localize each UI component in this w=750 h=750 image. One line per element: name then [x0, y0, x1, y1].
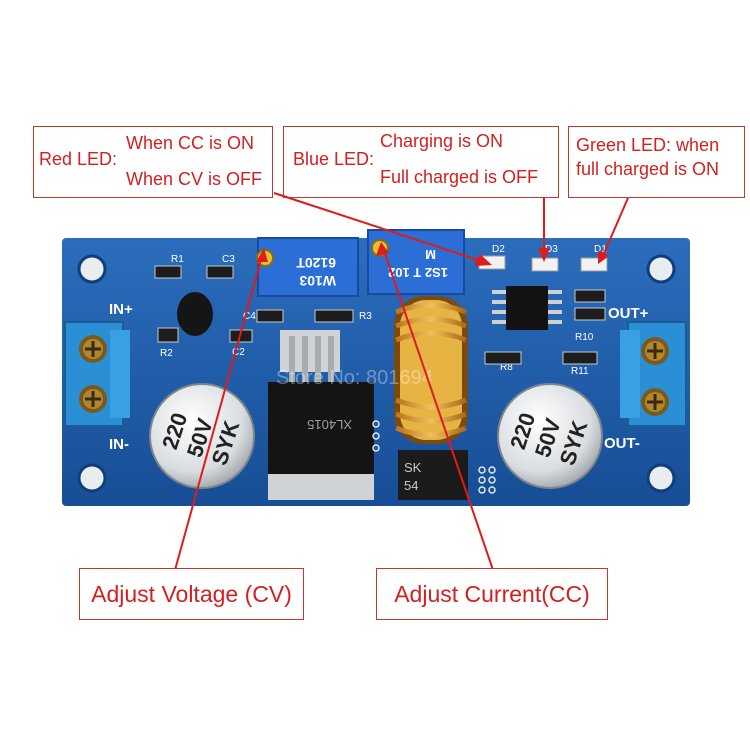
- label-d2: D2: [492, 244, 505, 255]
- label-r11: R11: [571, 366, 589, 377]
- label-r1: R1: [171, 254, 184, 265]
- green-led-line2: full charged is ON: [576, 159, 720, 179]
- current-potentiometer: 1S2 T 102 M: [367, 229, 465, 295]
- label-c3: C3: [222, 254, 235, 265]
- store-watermark: Store No: 801694: [276, 367, 433, 389]
- cap-right-v3: SYK: [555, 418, 593, 469]
- adjust-voltage-callout: Adjust Voltage (CV): [79, 568, 304, 620]
- label-c2: C2: [232, 347, 245, 358]
- blue-led-line1: Charging is ON: [380, 131, 504, 151]
- vias: [372, 420, 496, 494]
- label-d3: D3: [545, 244, 558, 255]
- blue-led-callout: Blue LED: Charging is ON Full charged is…: [283, 126, 559, 198]
- blue-led-line2: Full charged is OFF: [380, 167, 539, 187]
- control-ic-sop8: [492, 286, 562, 330]
- arrow-red-led: [273, 192, 485, 263]
- adjust-voltage-label: Adjust Voltage (CV): [91, 580, 292, 607]
- capacitor-left: 220 50V SYK: [149, 383, 255, 489]
- smd-components: [154, 265, 606, 365]
- cap-right-v2: 50V: [530, 415, 566, 460]
- label-c4: C4: [243, 311, 256, 322]
- arrow-green-led: [601, 197, 629, 259]
- mounting-holes: [77, 254, 676, 493]
- cap-right-v1: 220: [505, 410, 540, 453]
- label-in-plus: IN+: [109, 301, 133, 318]
- diode-l1: SK: [404, 460, 422, 475]
- red-led-line1: When CC is ON: [126, 133, 255, 153]
- label-r10: R10: [575, 332, 594, 343]
- cap-left-v1: 220: [157, 410, 192, 453]
- label-r8: R8: [500, 362, 513, 373]
- green-led-callout: Green LED: when full charged is ON: [568, 126, 745, 198]
- status-leds: [478, 255, 608, 272]
- pcb-board: [62, 238, 690, 506]
- capacitor-right: 220 50V SYK: [497, 383, 603, 489]
- red-led-title: Red LED:: [39, 149, 118, 169]
- label-r2: R2: [160, 348, 173, 359]
- label-out-plus: OUT+: [608, 305, 649, 322]
- transistor: [177, 292, 213, 336]
- label-in-minus: IN-: [109, 436, 129, 453]
- label-out-minus: OUT-: [604, 435, 640, 452]
- pot1-line1: W103: [299, 273, 336, 289]
- arrow-cc: [382, 247, 494, 571]
- label-r3: R3: [359, 311, 372, 322]
- diode-l2: 54: [404, 478, 418, 493]
- pot2-line1: 1S2 T 102: [388, 265, 448, 280]
- red-led-line2: When CV is OFF: [126, 169, 263, 189]
- blue-led-title: Blue LED:: [293, 149, 375, 169]
- inductor-coil: [394, 296, 468, 444]
- ic-label: XL4015: [307, 417, 352, 432]
- pot1-line2: 6120T: [296, 255, 336, 271]
- arrow-cv: [174, 255, 263, 571]
- cap-left-v2: 50V: [182, 415, 218, 460]
- red-led-callout: Red LED: When CC is ON When CV is OFF: [33, 126, 273, 198]
- input-terminal-block: [64, 321, 130, 427]
- cap-left-v3: SYK: [207, 418, 245, 469]
- label-d1: D1: [594, 244, 607, 255]
- regulator-ic: XL4015: [268, 330, 374, 500]
- adjust-current-callout: Adjust Current(CC): [376, 568, 608, 620]
- schottky-diode: SK 54: [398, 450, 468, 500]
- pot2-line2: M: [425, 247, 436, 262]
- adjust-current-label: Adjust Current(CC): [394, 580, 590, 607]
- voltage-potentiometer: W103 6120T: [256, 237, 359, 297]
- green-led-line1: Green LED: when: [576, 135, 720, 155]
- output-terminal-block: [620, 321, 687, 427]
